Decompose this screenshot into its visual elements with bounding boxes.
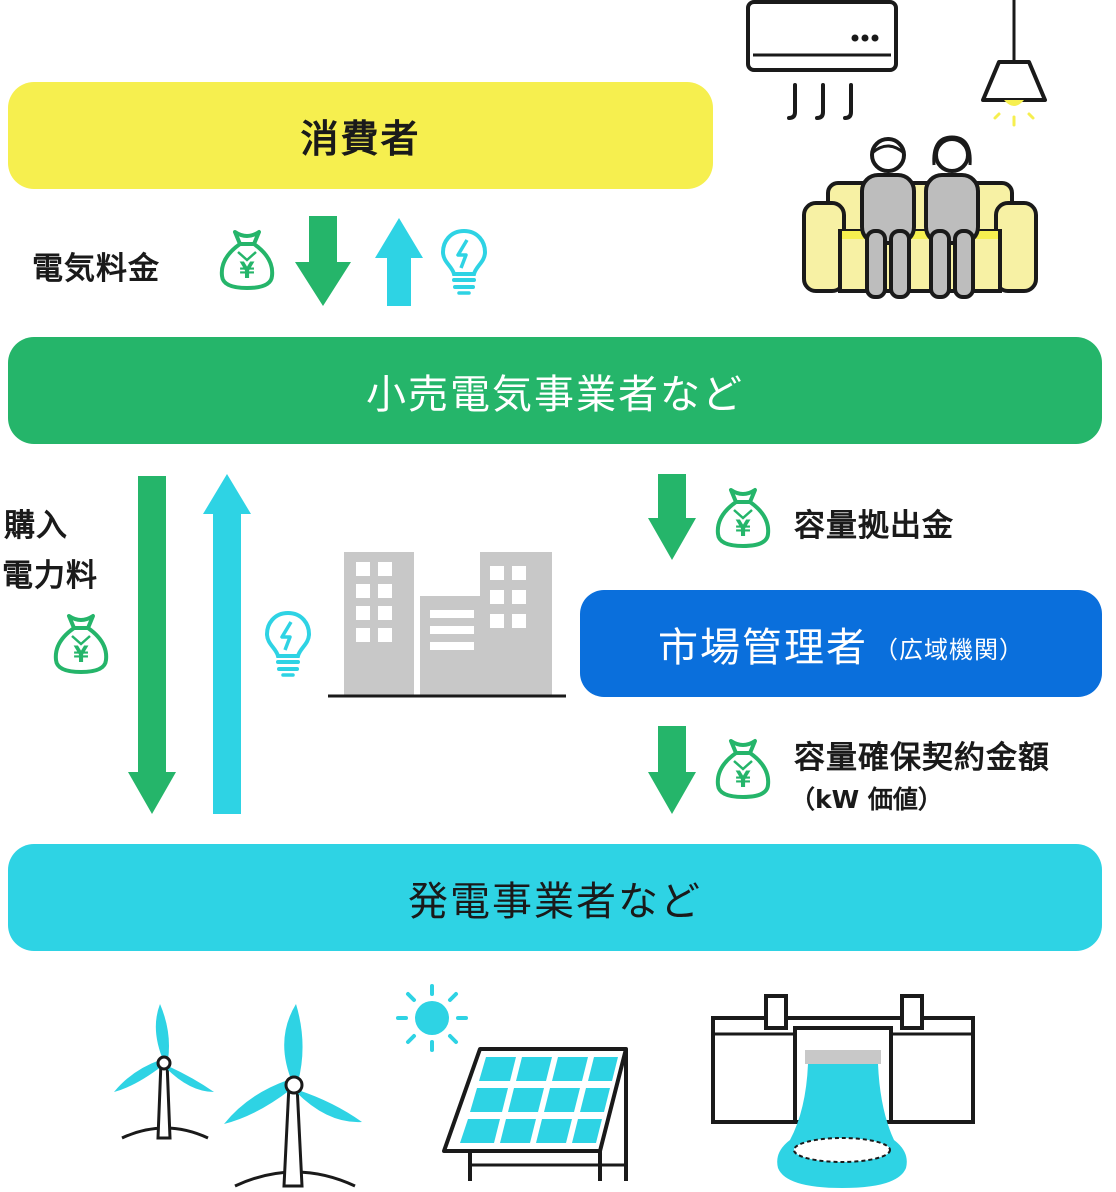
svg-text:¥: ¥ [73, 643, 89, 668]
money-arrow-down-long-icon [128, 476, 176, 814]
money-arrow-down-icon-2 [648, 474, 696, 560]
wind-turbines-icon [114, 1004, 362, 1188]
power-arrow-up-icon [375, 218, 423, 306]
buildings-icon [328, 552, 566, 698]
electricity-fee-label: 電気料金 [32, 251, 160, 287]
capacity-contribution-label: 容量拠出金 [794, 508, 954, 544]
consumer-box: 消費者 [8, 82, 713, 189]
sun-icon [396, 984, 468, 1052]
retailer-box: 小売電気事業者など [8, 337, 1102, 444]
money-arrow-down-icon [295, 216, 351, 306]
generator-label: 発電事業者など [408, 878, 702, 925]
money-bag-yen-icon-4: ¥ [715, 739, 771, 799]
money-bag-yen-icon-2: ¥ [53, 614, 109, 674]
consumer-label: 消費者 [300, 117, 421, 161]
solar-panel-icon [442, 1047, 628, 1181]
generator-box: 発電事業者など [8, 844, 1102, 951]
market-manager-label: 市場管理者 [658, 624, 868, 671]
market-manager-sub-label: （広域機関） [874, 636, 1024, 664]
dam-icon [711, 994, 975, 1188]
svg-text:¥: ¥ [239, 259, 255, 284]
lightbulb-icon [440, 228, 488, 295]
purchase-label-line2: 電力料 [2, 558, 98, 594]
air-conditioner-icon [746, 0, 898, 120]
purchase-label-line1: 購入 [4, 508, 68, 544]
capacity-contract-amount-label: 容量確保契約金額 [794, 740, 1050, 776]
market-manager-box: 市場管理者 （広域機関） [580, 590, 1102, 697]
couple-on-sofa-icon [802, 135, 1038, 299]
money-arrow-down-icon-3 [648, 726, 696, 814]
power-arrow-up-long-icon [203, 474, 251, 814]
lightbulb-icon-2 [264, 610, 312, 677]
money-bag-yen-icon-3: ¥ [715, 488, 771, 548]
money-bag-yen-icon: ¥ [219, 230, 275, 290]
svg-text:¥: ¥ [735, 768, 751, 793]
kw-value-label: （kW 価値） [790, 785, 943, 814]
pendant-lamp-icon [981, 0, 1047, 127]
retailer-label: 小売電気事業者など [366, 371, 744, 418]
svg-text:¥: ¥ [735, 517, 751, 542]
